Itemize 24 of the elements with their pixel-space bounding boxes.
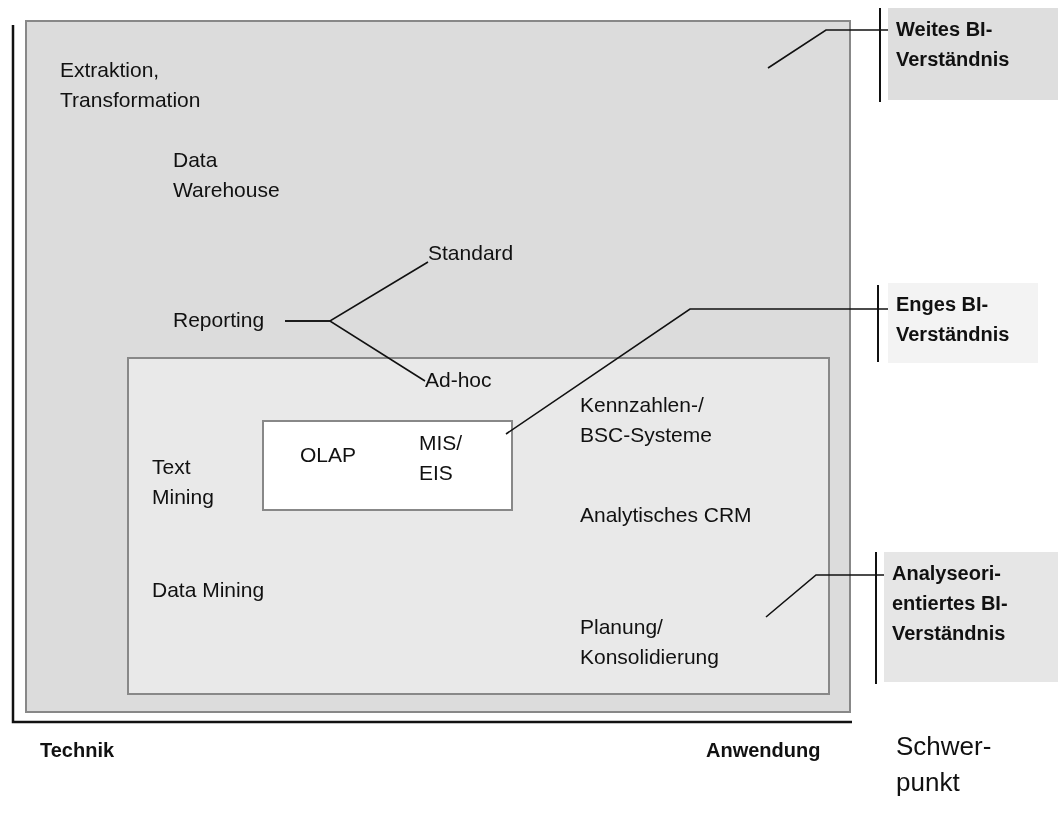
inner-area-box: [127, 357, 830, 695]
component-label: Text Mining: [152, 452, 232, 512]
leader-line: [505, 308, 889, 435]
component-label: MIS/ EIS: [419, 430, 464, 486]
component-label: Reporting: [173, 305, 285, 335]
component-label: Ad-hoc: [425, 365, 515, 395]
core-box: [262, 420, 513, 511]
category-label: Weites BI- Verständnis: [888, 8, 1058, 100]
connector-line: [284, 320, 426, 382]
component-label: Extraktion, Transformation: [60, 55, 260, 115]
category-label: Enges BI- Verständnis: [888, 283, 1038, 363]
component-label: Data Mining: [152, 575, 312, 605]
component-label: Kennzahlen-/ BSC-Systeme: [580, 390, 730, 450]
component-label: Standard: [428, 238, 558, 268]
component-label: OLAP: [300, 442, 358, 468]
component-label: Data Warehouse: [173, 145, 303, 205]
component-label: Planung/ Konsolidierung: [580, 612, 770, 672]
category-label: Analyseori- entiertes BI- Verständnis: [884, 552, 1058, 682]
axis-label: Schwer- punkt: [896, 730, 993, 799]
component-label: Analytisches CRM: [580, 500, 810, 530]
leader-line: [767, 29, 889, 69]
axis-label: Anwendung: [706, 738, 822, 763]
leader-line: [765, 574, 885, 618]
axis-label: Technik: [40, 738, 116, 763]
